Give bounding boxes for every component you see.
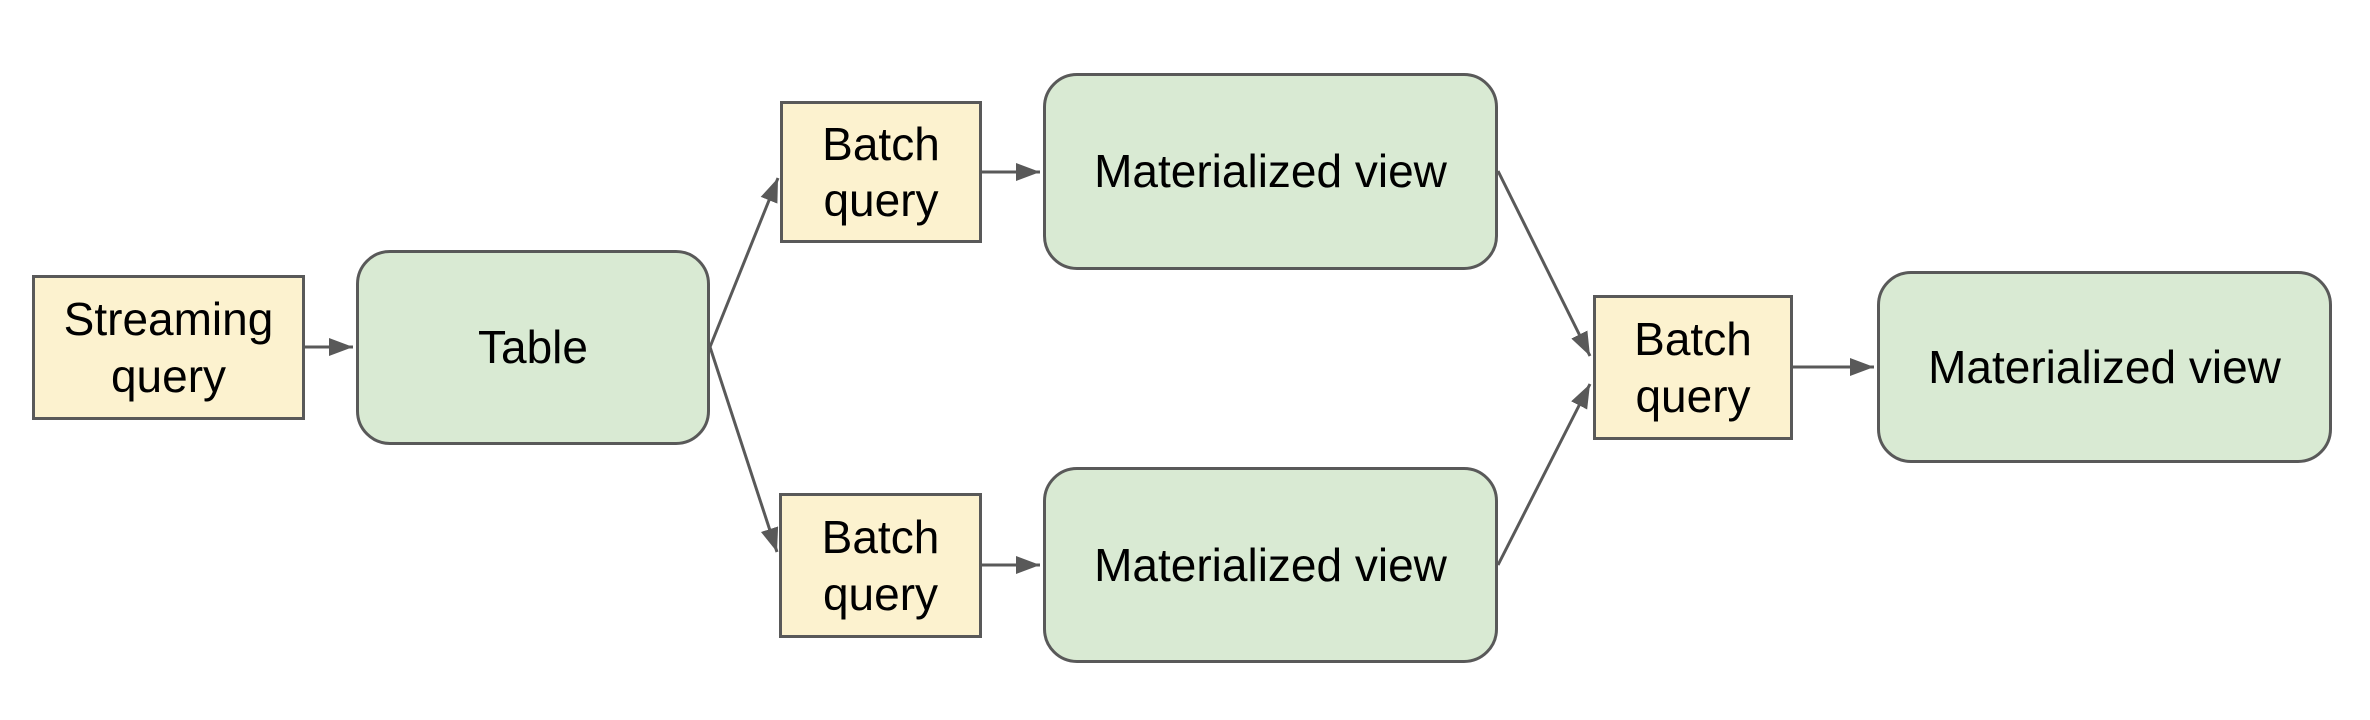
node-materialized-view-right: Materialized view	[1877, 271, 2332, 463]
node-materialized-view-bottom: Materialized view	[1043, 467, 1498, 663]
node-label: Materialized view	[1094, 538, 1447, 591]
edge-table-to-batch-top	[708, 177, 780, 348]
node-label: Batch query	[821, 511, 940, 620]
edge-mv-top-to-batch-right	[1496, 170, 1592, 357]
node-label: Batch query	[1634, 313, 1752, 422]
node-table: Table	[356, 250, 710, 445]
node-label: Batch query	[822, 117, 940, 226]
node-streaming-query: Streaming query	[32, 275, 305, 420]
node-label: Materialized view	[1928, 340, 2281, 393]
node-batch-query-right: Batch query	[1593, 295, 1793, 440]
node-materialized-view-top: Materialized view	[1043, 73, 1498, 270]
node-batch-query-top: Batch query	[780, 101, 982, 243]
edge-mv-bottom-to-batch-right	[1496, 383, 1592, 566]
node-label: Materialized view	[1094, 145, 1447, 198]
edge-table-to-batch-bottom	[708, 346, 779, 553]
node-label: Streaming query	[63, 293, 274, 402]
node-batch-query-bottom: Batch query	[779, 493, 982, 638]
node-label: Table	[478, 321, 588, 374]
